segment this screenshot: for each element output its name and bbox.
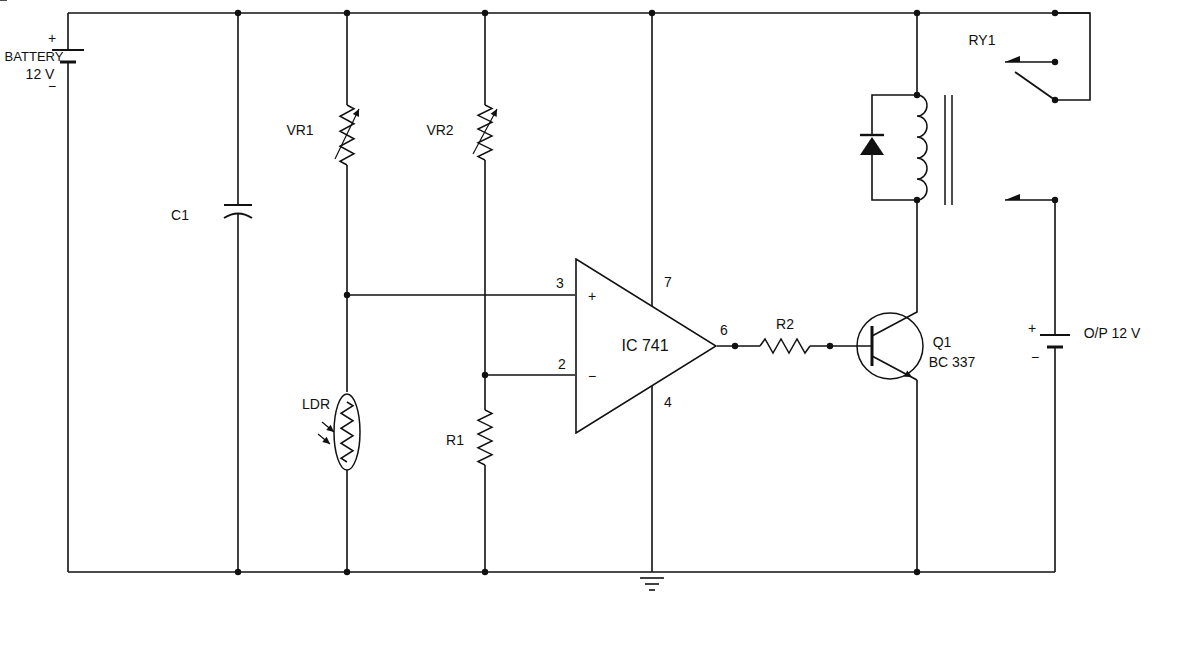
vr1-symbol-lead (346, 95, 348, 105)
component-name: R1 (446, 433, 464, 447)
component-name: VR1 (286, 123, 313, 137)
vr2-symbol-lead (484, 95, 486, 105)
polarity-sign: + (1028, 321, 1036, 335)
battery-wire (67, 62, 69, 572)
relay-contact (1005, 56, 1020, 62)
pin4-wire (651, 386, 653, 572)
top-rail (68, 12, 1090, 14)
resistor-symbol (478, 410, 492, 465)
vr1-wire (346, 165, 348, 392)
junction-dot (482, 10, 488, 16)
component-name: RY1 (969, 33, 996, 47)
part-number: BC 337 (929, 355, 976, 369)
light-arrow (318, 434, 330, 444)
relay-arm (1015, 72, 1055, 100)
junction-dot (827, 343, 833, 349)
junction-dot (732, 343, 738, 349)
emitter-wire (916, 380, 918, 572)
emitter-arrow (904, 371, 912, 377)
pin-number: 7 (664, 275, 672, 289)
pin-number: 2 (558, 357, 566, 371)
pin3-wire (347, 294, 575, 296)
light-arrow (322, 437, 330, 444)
junction-dot (1052, 197, 1058, 203)
polarity-sign: − (48, 79, 56, 93)
light-arrow (322, 422, 334, 432)
component-name: R2 (776, 317, 794, 331)
vr1-wire (346, 13, 348, 95)
component-name: VR2 (426, 123, 453, 137)
bottom-rail (68, 571, 1055, 573)
battery-plate (1040, 334, 1070, 336)
base-wire (810, 345, 872, 347)
input-sign: − (588, 369, 596, 383)
r1-wire (484, 465, 486, 572)
relay-contact (1005, 194, 1020, 200)
transistor-base (871, 326, 874, 366)
junction-dot (1052, 10, 1058, 16)
polarity-sign: + (48, 31, 56, 45)
relay-coil (917, 95, 927, 200)
junction-dot (235, 569, 241, 575)
ground-symbol (645, 583, 659, 585)
output-wire (1054, 347, 1056, 572)
ic-name: IC 741 (621, 338, 668, 354)
input-sign: + (588, 289, 596, 303)
capacitor-symbol (224, 214, 252, 219)
vr1-symbol-arrow (335, 109, 359, 159)
battery-label: BATTERY (5, 50, 64, 63)
contact-wire (1055, 13, 1090, 100)
resistor-symbol (760, 339, 810, 353)
battery-wire (67, 13, 69, 50)
ldr-symbol (341, 402, 353, 462)
pin2-wire (485, 374, 575, 376)
c1-wire (237, 13, 239, 205)
junction-dot (649, 10, 655, 16)
relay-core (951, 95, 953, 205)
junction-dot (1052, 59, 1058, 65)
emitter-wire (872, 356, 917, 380)
vr2-symbol-arrowhead (491, 109, 497, 117)
capacitor-symbol (224, 204, 252, 206)
pin-number: 6 (720, 323, 728, 337)
junction-dot (344, 10, 350, 16)
coil-wire (916, 13, 918, 95)
pin-number: 3 (556, 276, 564, 290)
vr2-wire (484, 13, 486, 95)
component-name: C1 (171, 208, 189, 222)
pin6-wire (717, 345, 760, 347)
output-label: O/P 12 V (1084, 326, 1141, 340)
ground-symbol (649, 589, 655, 591)
contact-wire (1005, 200, 1055, 335)
polarity-sign: − (1031, 350, 1039, 364)
diode-wire (872, 155, 917, 200)
c1-wire (237, 213, 239, 572)
relay-core (944, 95, 946, 205)
pin7-wire (651, 13, 653, 306)
component-name: Q1 (933, 335, 952, 349)
transistor-symbol (857, 313, 923, 379)
junction-dot (344, 569, 350, 575)
contact-wire (1005, 61, 1055, 63)
ldr-wire (346, 470, 348, 572)
vr2-symbol-arrow (473, 109, 497, 154)
ldr-symbol (334, 394, 360, 470)
junction-dot (482, 569, 488, 575)
component-name: LDR (302, 397, 330, 411)
collector-wire (872, 200, 917, 336)
diode-wire (872, 95, 917, 135)
ground-symbol (640, 577, 664, 579)
light-arrow (326, 425, 334, 432)
unused (0, 0, 7, 1)
diode-symbol (860, 134, 884, 136)
junction-dot (914, 10, 920, 16)
junction-dot (914, 569, 920, 575)
junction-dot (235, 10, 241, 16)
diode-symbol (860, 137, 884, 155)
pin-number: 4 (664, 395, 672, 409)
opamp-triangle: IC 741 (575, 258, 717, 434)
vr1-symbol-arrowhead (353, 109, 359, 117)
